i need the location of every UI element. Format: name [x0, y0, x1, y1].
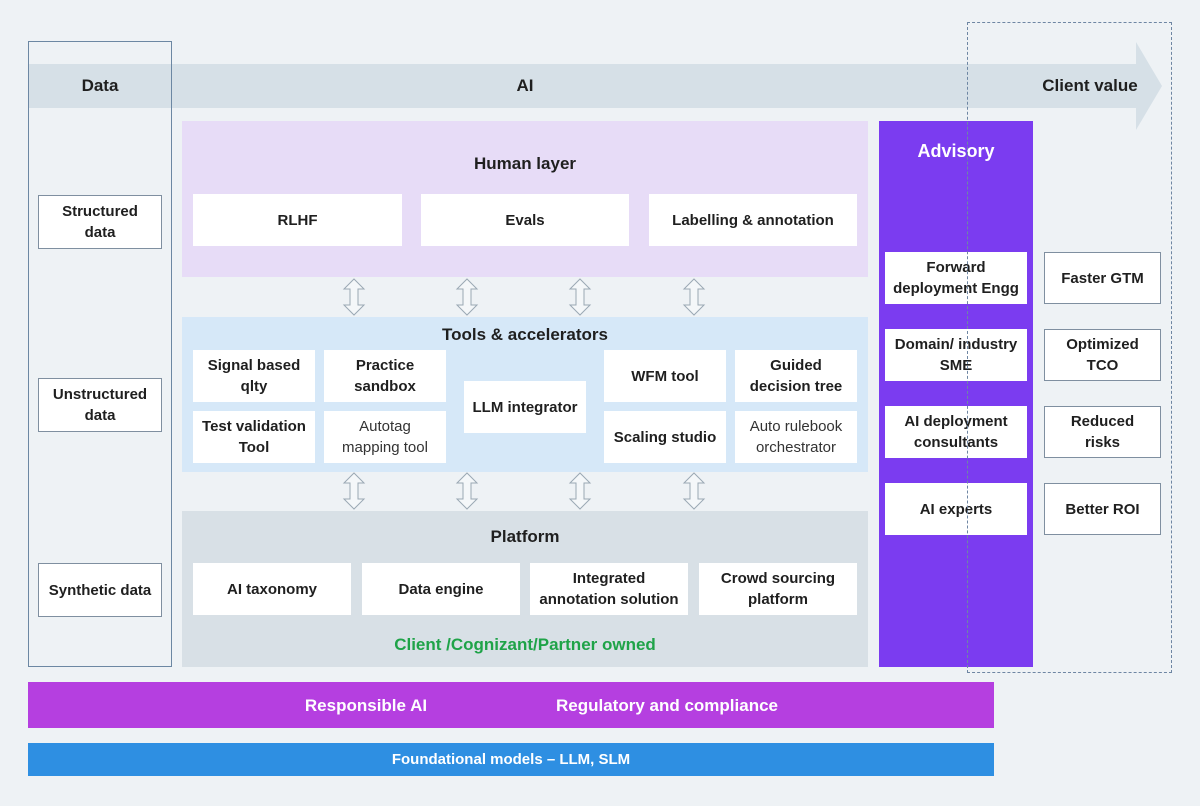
- double-arrow-icon: [568, 472, 592, 510]
- client-value-faster-gtm: Faster GTM: [1044, 252, 1161, 304]
- client-value-column: [967, 22, 1172, 673]
- double-arrow-icon: [568, 278, 592, 316]
- flow-label-client-value: Client value: [1042, 76, 1138, 95]
- flow-label-ai: AI: [516, 76, 534, 95]
- data-item-synthetic: Synthetic data: [38, 563, 162, 617]
- data-item-unstructured: Unstructured data: [38, 378, 162, 432]
- double-arrow-icon: [682, 472, 706, 510]
- double-arrow-icon: [342, 472, 366, 510]
- tool-guided-decision-tree: Guided decision tree: [735, 350, 857, 402]
- tool-signal-based-qlty: Signal based qlty: [193, 350, 315, 402]
- data-column: [28, 41, 172, 667]
- flow-label-data: Data: [81, 76, 119, 95]
- human-item-labelling: Labelling & annotation: [649, 194, 857, 246]
- advisory-item-forward-deployment: Forward deployment Engg: [885, 252, 1027, 304]
- advisory-title: Advisory: [917, 141, 995, 161]
- platform-title: Platform: [490, 527, 560, 546]
- client-value-optimized-tco: Optimized TCO: [1044, 329, 1161, 381]
- tools-title: Tools & accelerators: [442, 325, 608, 344]
- platform-ownership: Client /Cognizant/Partner owned: [394, 635, 656, 654]
- responsible-ai-label: Responsible AI: [304, 696, 428, 715]
- tool-autotag-mapping: Autotag mapping tool: [324, 411, 446, 463]
- platform-item-integrated-annotation: Integrated annotation solution: [530, 563, 688, 615]
- flow-arrow: [28, 42, 1162, 130]
- double-arrow-icon: [682, 278, 706, 316]
- foundation-models-label: Foundational models – LLM, SLM: [391, 751, 631, 768]
- advisory-panel: [879, 121, 1033, 667]
- platform-item-crowd-sourcing: Crowd sourcing platform: [699, 563, 857, 615]
- tool-practice-sandbox: Practice sandbox: [324, 350, 446, 402]
- tool-scaling-studio: Scaling studio: [604, 411, 726, 463]
- tool-wfm: WFM tool: [604, 350, 726, 402]
- human-layer-title: Human layer: [473, 154, 577, 173]
- human-item-rlhf: RLHF: [193, 194, 402, 246]
- advisory-item-domain-sme: Domain/ industry SME: [885, 329, 1027, 381]
- client-value-reduced-risks: Reduced risks: [1044, 406, 1161, 458]
- tool-llm-integrator: LLM integrator: [464, 381, 586, 433]
- data-item-structured: Structured data: [38, 195, 162, 249]
- double-arrow-icon: [455, 278, 479, 316]
- double-arrow-icon: [342, 278, 366, 316]
- tool-auto-rulebook: Auto rulebook orchestrator: [735, 411, 857, 463]
- platform-item-ai-taxonomy: AI taxonomy: [193, 563, 351, 615]
- regulatory-compliance-label: Regulatory and compliance: [556, 696, 778, 715]
- platform-item-data-engine: Data engine: [362, 563, 520, 615]
- double-arrow-icon: [455, 472, 479, 510]
- human-item-evals: Evals: [421, 194, 629, 246]
- foundation-models-bar: [28, 743, 994, 776]
- advisory-item-ai-deployment: AI deployment consultants: [885, 406, 1027, 458]
- client-value-better-roi: Better ROI: [1044, 483, 1161, 535]
- advisory-item-ai-experts: AI experts: [885, 483, 1027, 535]
- responsible-ai-bar: [28, 682, 994, 728]
- tool-test-validation: Test validation Tool: [193, 411, 315, 463]
